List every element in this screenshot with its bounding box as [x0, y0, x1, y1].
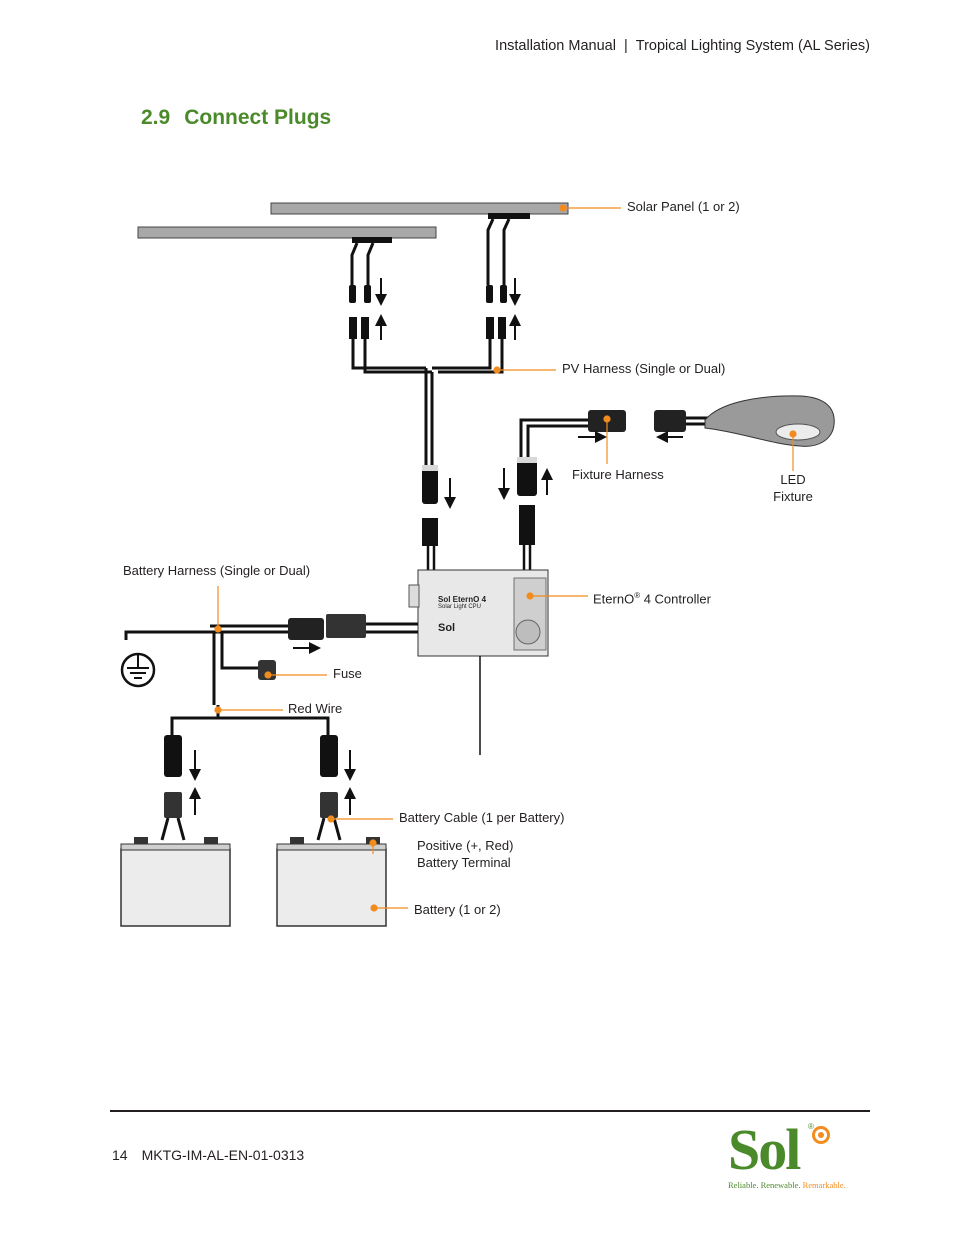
battery-cable-plug-left — [164, 792, 182, 818]
page-number: 14 — [112, 1147, 128, 1163]
label-battery: Battery (1 or 2) — [414, 902, 501, 917]
pv-input-plug — [422, 518, 438, 546]
section-title: Connect Plugs — [184, 106, 332, 129]
pv-plug-upper-a — [486, 317, 494, 339]
header-manual-title: Installation Manual — [495, 38, 616, 54]
pv-input-connector — [422, 468, 438, 504]
solar-panel-lower — [137, 226, 437, 239]
label-positive-terminal-line1: Positive (+, Red) — [417, 838, 514, 853]
fixture-output-connector-cap — [517, 457, 537, 463]
eterno-4-controller — [408, 569, 549, 755]
sol-tagline-main: Reliable. Renewable. — [728, 1180, 803, 1190]
pv-leads-upper — [486, 218, 511, 285]
fixture-output-connector — [517, 460, 537, 496]
panel-junction-box-upper — [488, 213, 530, 219]
label-pv-harness: PV Harness (Single or Dual) — [562, 361, 726, 376]
sol-logo-tagline: Reliable. Renewable. Remarkable. — [728, 1180, 846, 1190]
label-battery-harness: Battery Harness (Single or Dual) — [123, 563, 311, 578]
sun-icon — [812, 1126, 830, 1144]
battery-left — [120, 837, 231, 927]
controller-sub-text: Solar Light CPU — [438, 604, 482, 610]
sol-logo-reg: ® — [808, 1122, 814, 1131]
section-number: 2.9 — [141, 106, 171, 129]
pv-plug-upper-b — [498, 317, 506, 339]
battery-cable-connector-right — [320, 735, 338, 777]
pv-connector-upper-b — [500, 285, 507, 303]
pv-input-connector-cap — [422, 465, 438, 471]
footer-text: 14 MKTG-IM-AL-EN-01-0313 — [112, 1147, 304, 1163]
header-product-title: Tropical Lighting System (AL Series) — [635, 38, 870, 54]
fixture-harness-wire — [519, 418, 590, 462]
battery-right — [276, 837, 387, 927]
fixture-output-plug — [519, 505, 535, 545]
label-controller: EternO® 4 Controller — [593, 587, 711, 607]
controller-logo-text: Sol — [438, 622, 456, 634]
section-heading: 2.9 Connect Plugs — [141, 106, 331, 130]
sol-tagline-emphasis: Remarkable. — [802, 1180, 846, 1190]
battery-cable-connector-left — [164, 735, 182, 777]
battery-cable-plug-right — [320, 792, 338, 818]
label-fuse: Fuse — [333, 666, 362, 681]
label-positive-terminal: Positive (+, Red) Battery Terminal — [417, 837, 513, 871]
pv-connector-upper-a — [486, 285, 493, 303]
panel-junction-box-lower — [352, 237, 392, 243]
label-led-fixture: LED Fixture — [765, 471, 821, 505]
pv-connector-lower-a — [349, 285, 356, 303]
pv-connector-lower-b — [364, 285, 371, 303]
sol-logo: Sol ® Reliable. Renewable. Remarkable. — [726, 1117, 876, 1200]
running-header: Installation Manual | Tropical Lighting Sy… — [495, 38, 870, 54]
label-solar-panel: Solar Panel (1 or 2) — [627, 199, 740, 214]
battery-harness-connector — [288, 618, 324, 640]
label-led-fixture-line1: LED — [780, 472, 806, 487]
ground-symbol — [120, 652, 156, 688]
pv-leads-lower — [350, 242, 375, 285]
label-fixture-harness: Fixture Harness — [572, 467, 664, 482]
pv-plug-lower-a — [349, 317, 357, 339]
label-led-fixture-line2: Fixture — [773, 489, 813, 504]
label-controller-reg: ® — [634, 591, 641, 600]
led-fixture — [704, 395, 835, 447]
pv-harness — [351, 339, 504, 470]
solar-panel-upper — [270, 202, 569, 215]
controller-battery-plug — [326, 614, 366, 638]
battery-harness — [124, 622, 418, 705]
label-red-wire: Red Wire — [288, 701, 343, 716]
footer-rule — [110, 1110, 870, 1112]
label-controller-name: EternO — [593, 591, 635, 607]
fixture-plug — [654, 410, 686, 432]
label-controller-suffix: 4 Controller — [640, 591, 711, 607]
document-code: MKTG-IM-AL-EN-01-0313 — [141, 1147, 305, 1163]
label-positive-terminal-line2: Battery Terminal — [417, 855, 511, 870]
label-battery-cable: Battery Cable (1 per Battery) — [399, 810, 565, 825]
pv-plug-lower-b — [361, 317, 369, 339]
sol-logo-word: Sol — [728, 1117, 801, 1182]
header-separator: | — [623, 38, 628, 54]
controller-brand-text: Sol EternO 4 — [438, 595, 487, 604]
